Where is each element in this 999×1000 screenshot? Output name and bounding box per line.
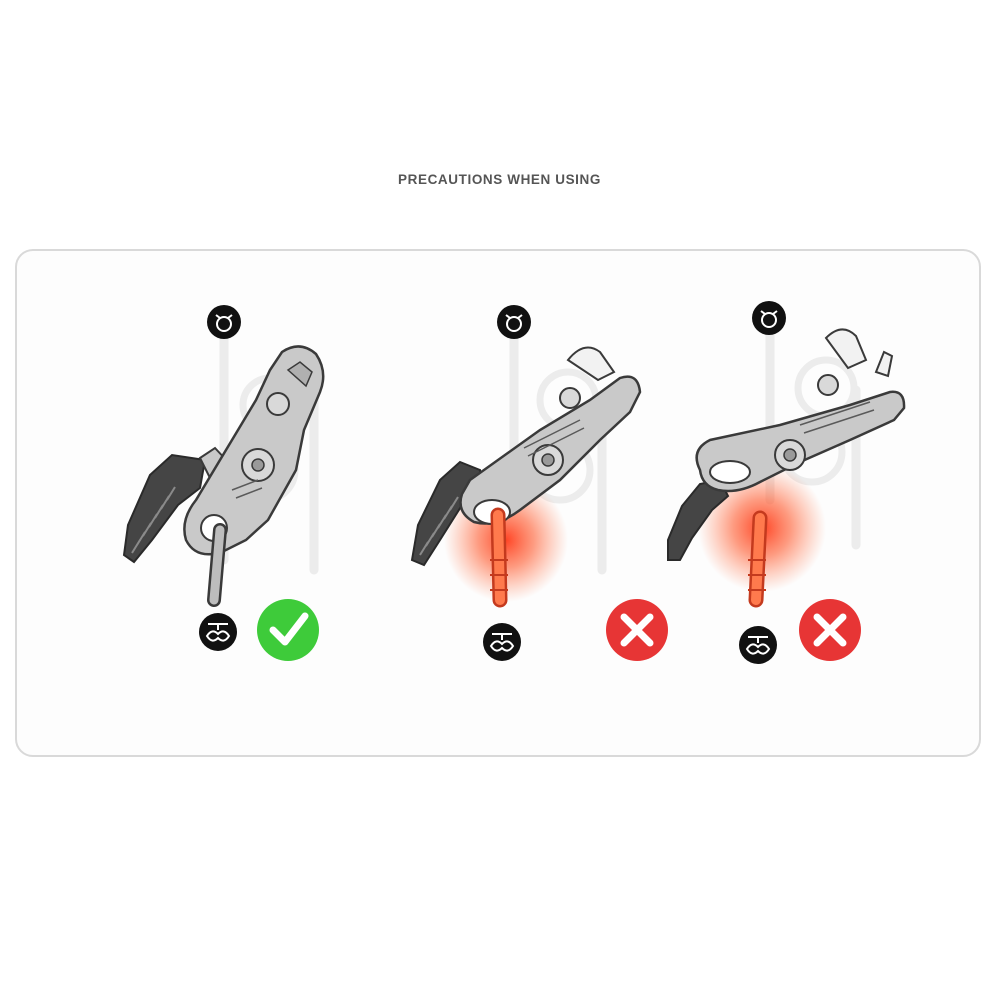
precautions-panel: [15, 249, 981, 757]
page-title: PRECAUTIONS WHEN USING: [398, 172, 601, 187]
